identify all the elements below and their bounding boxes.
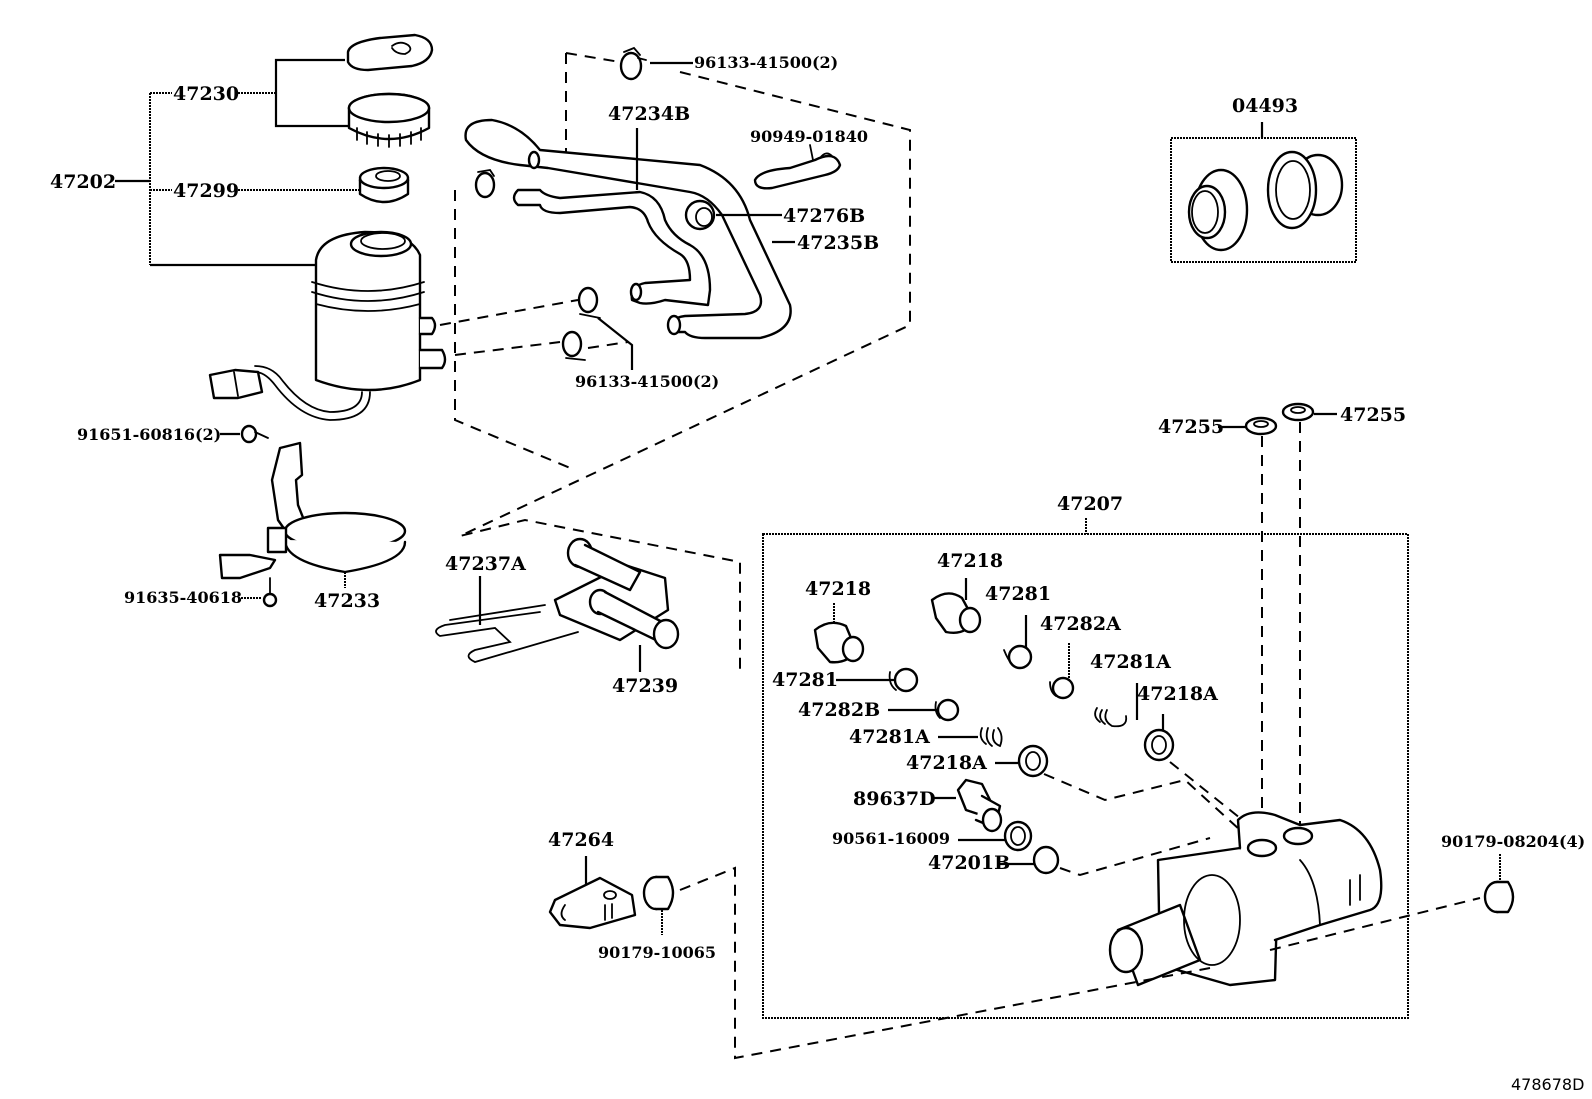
label-91651-60816[interactable]: 91651-60816(2) [77,425,221,444]
switch-gasket[interactable] [1003,820,1033,852]
dashed-hose-outline [454,52,911,672]
spring-47281a-left[interactable] [979,727,1003,748]
master-cylinder-box [762,533,1409,1019]
kit-cup-left[interactable] [1187,168,1249,252]
clip-pin[interactable] [435,604,579,663]
figure-code: 478678D [1511,1075,1584,1094]
reservoir-grommet-right[interactable] [1281,402,1315,422]
label-47218-left[interactable]: 47218 [805,578,871,600]
spring-47281a-right[interactable] [1094,707,1128,728]
spring-47281-left[interactable] [888,667,919,693]
hose-clamp-left[interactable] [474,169,496,199]
seat-47282b[interactable] [934,698,960,722]
cap-plate[interactable] [346,33,434,72]
label-47218a-right[interactable]: 47218A [1137,683,1218,705]
label-47299[interactable]: 47299 [173,180,239,202]
hose-clip[interactable] [753,144,842,190]
label-91635-40618[interactable]: 91635-40618 [124,588,242,607]
gasket-47218a-left[interactable] [1017,744,1049,778]
kit-box [1170,137,1357,263]
label-47233[interactable]: 47233 [314,590,380,612]
label-47202[interactable]: 47202 [50,171,116,193]
bracket-bolt[interactable] [240,424,269,444]
hose-clamp-top[interactable] [619,46,647,81]
hose-47235b[interactable] [464,118,792,340]
label-47230[interactable]: 47230 [173,83,239,105]
dashed-cylinder-guides [1043,761,1256,877]
label-47218a-left[interactable]: 47218A [906,752,987,774]
label-47239[interactable]: 47239 [612,675,678,697]
leader-clamp-bottom [597,317,634,370]
reservoir-cap[interactable] [347,92,431,148]
label-89637d[interactable]: 89637D [853,788,936,810]
plug-47218-center[interactable] [930,592,982,634]
label-47207[interactable]: 47207 [1057,493,1123,515]
label-47255-left[interactable]: 47255 [1158,416,1224,438]
label-47276b[interactable]: 47276B [783,205,865,227]
label-90561-16009[interactable]: 90561-16009 [832,829,950,848]
label-47255-right[interactable]: 47255 [1340,404,1406,426]
label-96133-41500-top[interactable]: 96133-41500(2) [694,53,838,72]
grommet-47276b[interactable] [684,199,716,231]
label-04493[interactable]: 04493 [1232,95,1298,117]
label-47281-left[interactable]: 47281 [772,669,838,691]
grommet-guide-lines [1261,422,1301,835]
band-screw[interactable] [262,577,278,608]
label-47281-top[interactable]: 47281 [985,583,1051,605]
reservoir-band[interactable] [218,441,407,580]
dashed-bracket-guides [679,866,1481,1060]
gasket-47218a-right[interactable] [1143,728,1175,762]
cap-bracket [274,58,352,128]
reservoir-tank[interactable] [208,230,447,421]
label-47237a[interactable]: 47237A [445,553,526,575]
label-47264[interactable]: 47264 [548,829,614,851]
o-ring[interactable] [1032,845,1060,875]
reservoir-grommet-left[interactable] [1244,416,1278,436]
reservoir-assembly-tree: 47202 47230 47299 [50,58,370,267]
label-47218-center[interactable]: 47218 [937,550,1003,572]
seat-47282a[interactable] [1049,676,1075,700]
label-47281a-left[interactable]: 47281A [849,726,930,748]
kit-cup-right[interactable] [1266,150,1344,230]
label-90949-01840[interactable]: 90949-01840 [750,127,868,146]
spring-47281-top[interactable] [1003,644,1033,670]
union-fitting[interactable] [553,537,680,650]
master-cylinder-body[interactable] [1108,811,1383,987]
cylinder-mount-nut[interactable] [1483,880,1515,914]
hose-clamp-bottom[interactable] [561,330,586,361]
label-47282b[interactable]: 47282B [798,699,880,721]
strainer[interactable] [358,166,410,204]
label-47281a-right[interactable]: 47281A [1090,651,1171,673]
label-90179-10065[interactable]: 90179-10065 [598,943,716,962]
hose-clamp-middle[interactable] [577,286,601,319]
plug-47218-left[interactable] [813,621,865,664]
label-90179-08204[interactable]: 90179-08204(4) [1441,832,1585,851]
pressure-switch[interactable] [956,778,1003,833]
bracket-nut[interactable] [642,875,675,911]
hose-47234b[interactable] [512,188,712,307]
mounting-bracket[interactable] [548,876,637,930]
label-47201b[interactable]: 47201B [928,852,1010,874]
label-47235b[interactable]: 47235B [797,232,879,254]
label-47282a[interactable]: 47282A [1040,613,1121,635]
label-47234b[interactable]: 47234B [608,103,690,125]
dashed-clamp-lines [439,299,629,356]
label-96133-41500-bottom[interactable]: 96133-41500(2) [575,372,719,391]
